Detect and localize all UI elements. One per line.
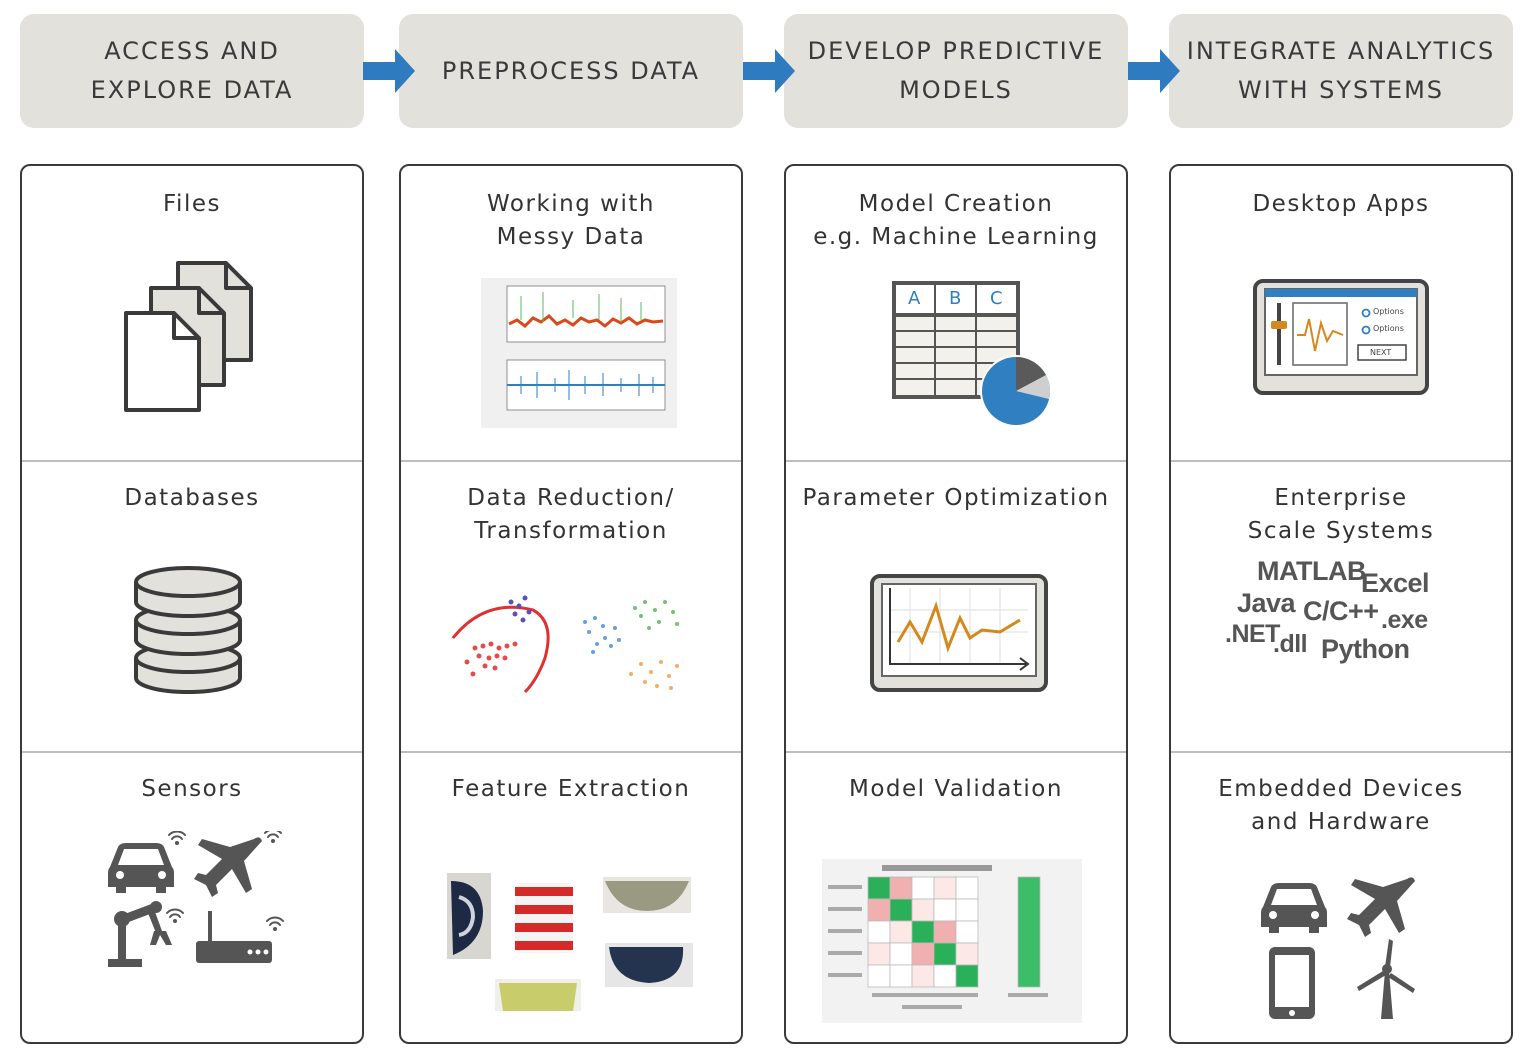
flow-arrow-icon (363, 49, 415, 93)
next-button-label: NEXT (1370, 348, 1392, 357)
lang-matlab: MATLAB (1257, 556, 1366, 586)
cell-databases: Databases (22, 460, 362, 753)
database-icon (134, 566, 242, 694)
stage-integrate: INTEGRATE ANALYTICS WITH SYSTEMS (1169, 14, 1513, 128)
option-label: Options (1373, 324, 1404, 333)
cell-sensors: Sensors (22, 751, 362, 1042)
lang-exe: .exe (1381, 606, 1428, 634)
cell-title: Sensors (141, 776, 243, 802)
column-preprocess: Working with Messy Data Data Reduction/ … (399, 164, 743, 1044)
mug-images (447, 873, 693, 1011)
cell-title: Databases (124, 485, 260, 511)
lang-net: .NET (1225, 620, 1280, 648)
cell-parameter-optimization: Parameter Optimization (786, 460, 1126, 753)
cell-model-creation: Model Creation e.g. Machine Learning A B… (786, 166, 1126, 462)
table-header-b: B (949, 288, 962, 309)
cell-title: Working with Messy Data (487, 191, 655, 250)
cell-title: Data Reduction/ Transformation (467, 485, 675, 544)
clustering-plot (451, 595, 679, 694)
lang-excel: Excel (1361, 568, 1430, 598)
cell-data-reduction: Data Reduction/ Transformation (401, 460, 741, 753)
table-header-c: C (990, 288, 1003, 309)
stage-preprocess: PREPROCESS DATA (399, 14, 743, 128)
lang-cpp: C/C++ (1303, 596, 1379, 626)
time-series-plot (481, 278, 677, 428)
cell-feature-extraction: Feature Extraction (401, 751, 741, 1042)
cell-messy-data: Working with Messy Data (401, 166, 741, 462)
desktop-app-icon: Options Options NEXT (1253, 279, 1429, 395)
stage-develop-models: DEVELOP PREDICTIVE MODELS (784, 14, 1128, 128)
cell-files: Files (22, 166, 362, 462)
cell-model-validation: Model Validation (786, 751, 1126, 1042)
cell-desktop-apps: Desktop Apps Options Options NEXT (1171, 166, 1511, 462)
cell-title: Feature Extraction (451, 776, 691, 802)
cell-enterprise-systems: Enterprise Scale Systems MATLAB Excel Ja… (1171, 460, 1511, 753)
sensors-icon (108, 831, 284, 967)
column-develop-models: Model Creation e.g. Machine Learning A B… (784, 164, 1128, 1044)
cell-title: Enterprise Scale Systems (1247, 485, 1435, 544)
cell-embedded-devices: Embedded Devices and Hardware (1171, 751, 1511, 1042)
devices-icon (1261, 877, 1415, 1019)
cell-title: Model Validation (849, 776, 1063, 802)
table-header-a: A (908, 288, 921, 309)
lang-dll: .dll (1273, 630, 1308, 658)
line-chart-monitor-icon (870, 574, 1048, 692)
lang-python: Python (1321, 634, 1410, 664)
option-label: Options (1373, 307, 1404, 316)
flow-arrow-icon (743, 49, 795, 93)
cell-title: Files (163, 191, 221, 217)
languages-cloud: MATLAB Excel Java C/C++ .exe .NET .dll P… (1221, 548, 1461, 668)
column-integrate: Desktop Apps Options Options NEXT Enterp… (1169, 164, 1513, 1044)
confusion-matrix (822, 859, 1082, 1023)
cell-title: Parameter Optimization (802, 485, 1110, 511)
files-icon (124, 261, 253, 412)
table-pie-icon: A B C (892, 281, 1050, 427)
column-access-explore: Files Databases Sensors (20, 164, 364, 1044)
cell-title: Embedded Devices and Hardware (1218, 776, 1464, 835)
lang-java: Java (1237, 588, 1296, 618)
cell-title: Model Creation e.g. Machine Learning (813, 191, 1099, 250)
stage-access-explore: ACCESS AND EXPLORE DATA (20, 14, 364, 128)
cell-title: Desktop Apps (1252, 191, 1430, 217)
flow-arrow-icon (1128, 49, 1180, 93)
